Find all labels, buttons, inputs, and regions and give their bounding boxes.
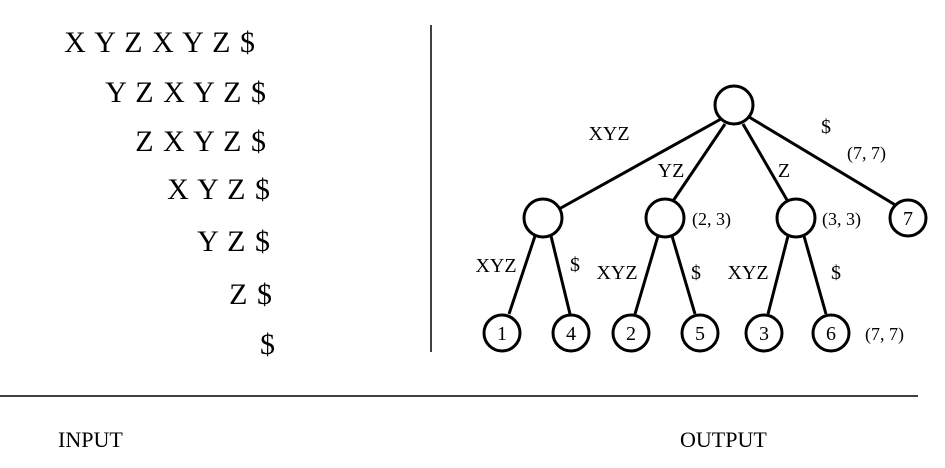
suffix-2: Y Z X Y Z $ xyxy=(105,76,267,109)
edge-b-5 xyxy=(670,235,697,315)
edge-root-c xyxy=(741,123,789,201)
leaf-3-label: 3 xyxy=(759,323,769,345)
edge-label-root-a: XYZ xyxy=(588,123,629,145)
leaf-nodes: 1 4 2 5 3 6 7 xyxy=(482,198,928,353)
leaf-1-label: 1 xyxy=(497,323,507,345)
suffix-5: Y Z $ xyxy=(197,225,271,258)
leaf-2-label: 2 xyxy=(626,323,636,345)
leaf-7-circle xyxy=(888,198,928,238)
edge-label-a-1: XYZ xyxy=(475,255,516,277)
root-d-range: (7, 7) xyxy=(847,143,886,164)
edge-root-b xyxy=(671,123,727,202)
edge-c-3 xyxy=(766,235,790,315)
node-b-range: (2, 3) xyxy=(692,209,731,230)
edge-label-a-4: $ xyxy=(570,254,580,276)
edge-c-6 xyxy=(802,235,828,315)
node-c-range: (3, 3) xyxy=(822,209,861,230)
node-a xyxy=(522,197,564,239)
node-b xyxy=(644,197,686,239)
leaf-4-label: 4 xyxy=(566,323,576,345)
suffix-6: Z $ xyxy=(229,278,273,311)
edge-label-b-2: XYZ xyxy=(596,262,637,284)
root-node xyxy=(713,84,755,126)
node-c xyxy=(775,197,817,239)
edge-root-a xyxy=(558,117,722,211)
suffix-1: X Y Z X Y Z $ xyxy=(64,26,256,59)
edge-a-4 xyxy=(549,235,572,315)
edge-label-root-d: $ xyxy=(821,116,831,138)
edge-a-1 xyxy=(507,235,537,315)
suffix-4: X Y Z $ xyxy=(167,173,271,206)
leaf-6-circle xyxy=(811,313,851,353)
leaf-2-circle xyxy=(611,313,651,353)
internal-nodes xyxy=(522,84,817,239)
suffix-tree xyxy=(507,115,898,315)
edge-labels: XYZ YZ Z $ XYZ $ XYZ $ XYZ $ xyxy=(475,116,841,284)
leaf-5-label: 5 xyxy=(695,323,705,345)
suffix-3: Z X Y Z $ xyxy=(135,125,267,158)
edge-root-d xyxy=(748,115,898,208)
output-caption: OUTPUT xyxy=(680,427,767,452)
node-annotations: (2, 3) (3, 3) (7, 7) (7, 7) xyxy=(692,143,904,345)
edge-label-b-5: $ xyxy=(691,262,701,284)
edge-label-c-3: XYZ xyxy=(727,262,768,284)
edge-label-root-c: Z xyxy=(778,160,790,182)
leaf-3-circle xyxy=(744,313,784,353)
leaf-4-circle xyxy=(551,313,591,353)
input-caption: INPUT xyxy=(58,427,123,452)
leaf-1-circle xyxy=(482,313,522,353)
leaf-6-label: 6 xyxy=(826,323,836,345)
edge-label-c-6: $ xyxy=(831,262,841,284)
suffix-7: $ xyxy=(260,328,276,361)
leaf-5-circle xyxy=(680,313,720,353)
edge-b-2 xyxy=(633,235,660,315)
leaf-7-label: 7 xyxy=(903,208,913,230)
edge-label-root-b: YZ xyxy=(658,160,685,182)
suffix-list: X Y Z X Y Z $ Y Z X Y Z $ Z X Y Z $ X Y … xyxy=(64,26,276,361)
leaf-6-range: (7, 7) xyxy=(865,324,904,345)
